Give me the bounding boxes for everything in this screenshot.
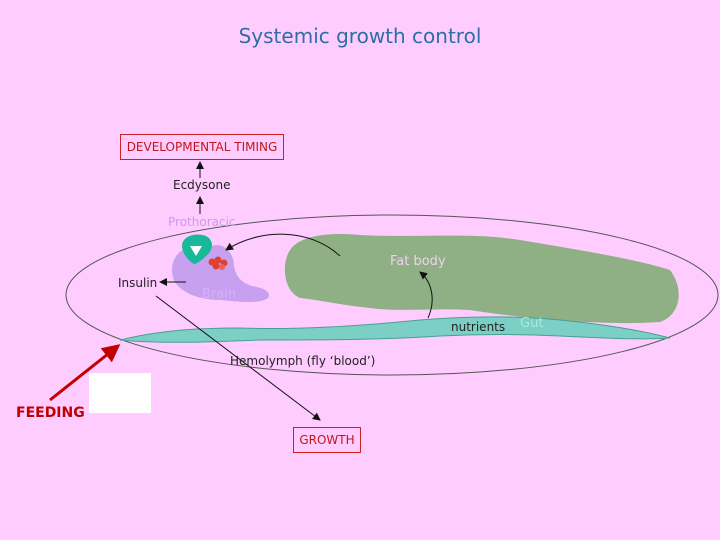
brain-label: Brain <box>202 287 237 302</box>
hemolymph-label: Hemolymph (fly ‘blood’) <box>230 354 376 368</box>
insulin-producing-cells <box>208 256 228 270</box>
fat-body-shape <box>284 233 679 324</box>
feeding-label: FEEDING <box>16 405 85 421</box>
arrow-gut-to-fatbody <box>419 271 433 319</box>
nutrients-label: nutrients <box>451 320 506 334</box>
insulin-label: Insulin <box>118 276 158 290</box>
prothoracic-label: Prothoracic <box>168 215 236 229</box>
growth-box: GROWTH <box>293 427 361 453</box>
ecdysone-label: Ecdysone <box>173 178 231 192</box>
gut-shape <box>119 316 671 343</box>
prothoracic-gland-inner <box>190 246 202 256</box>
fat-body-label: Fat body <box>390 254 446 269</box>
larva-outline <box>65 214 719 376</box>
page-title: Systemic growth control <box>238 24 482 48</box>
arrow-feeding <box>49 344 121 402</box>
gut-label: Gut <box>520 316 544 331</box>
white-box <box>89 373 151 413</box>
arrow-fatbody-to-brain <box>225 233 341 257</box>
developmental-timing-box: DEVELOPMENTAL TIMING <box>120 134 284 160</box>
arrow-insulin-to-growth <box>155 295 321 421</box>
